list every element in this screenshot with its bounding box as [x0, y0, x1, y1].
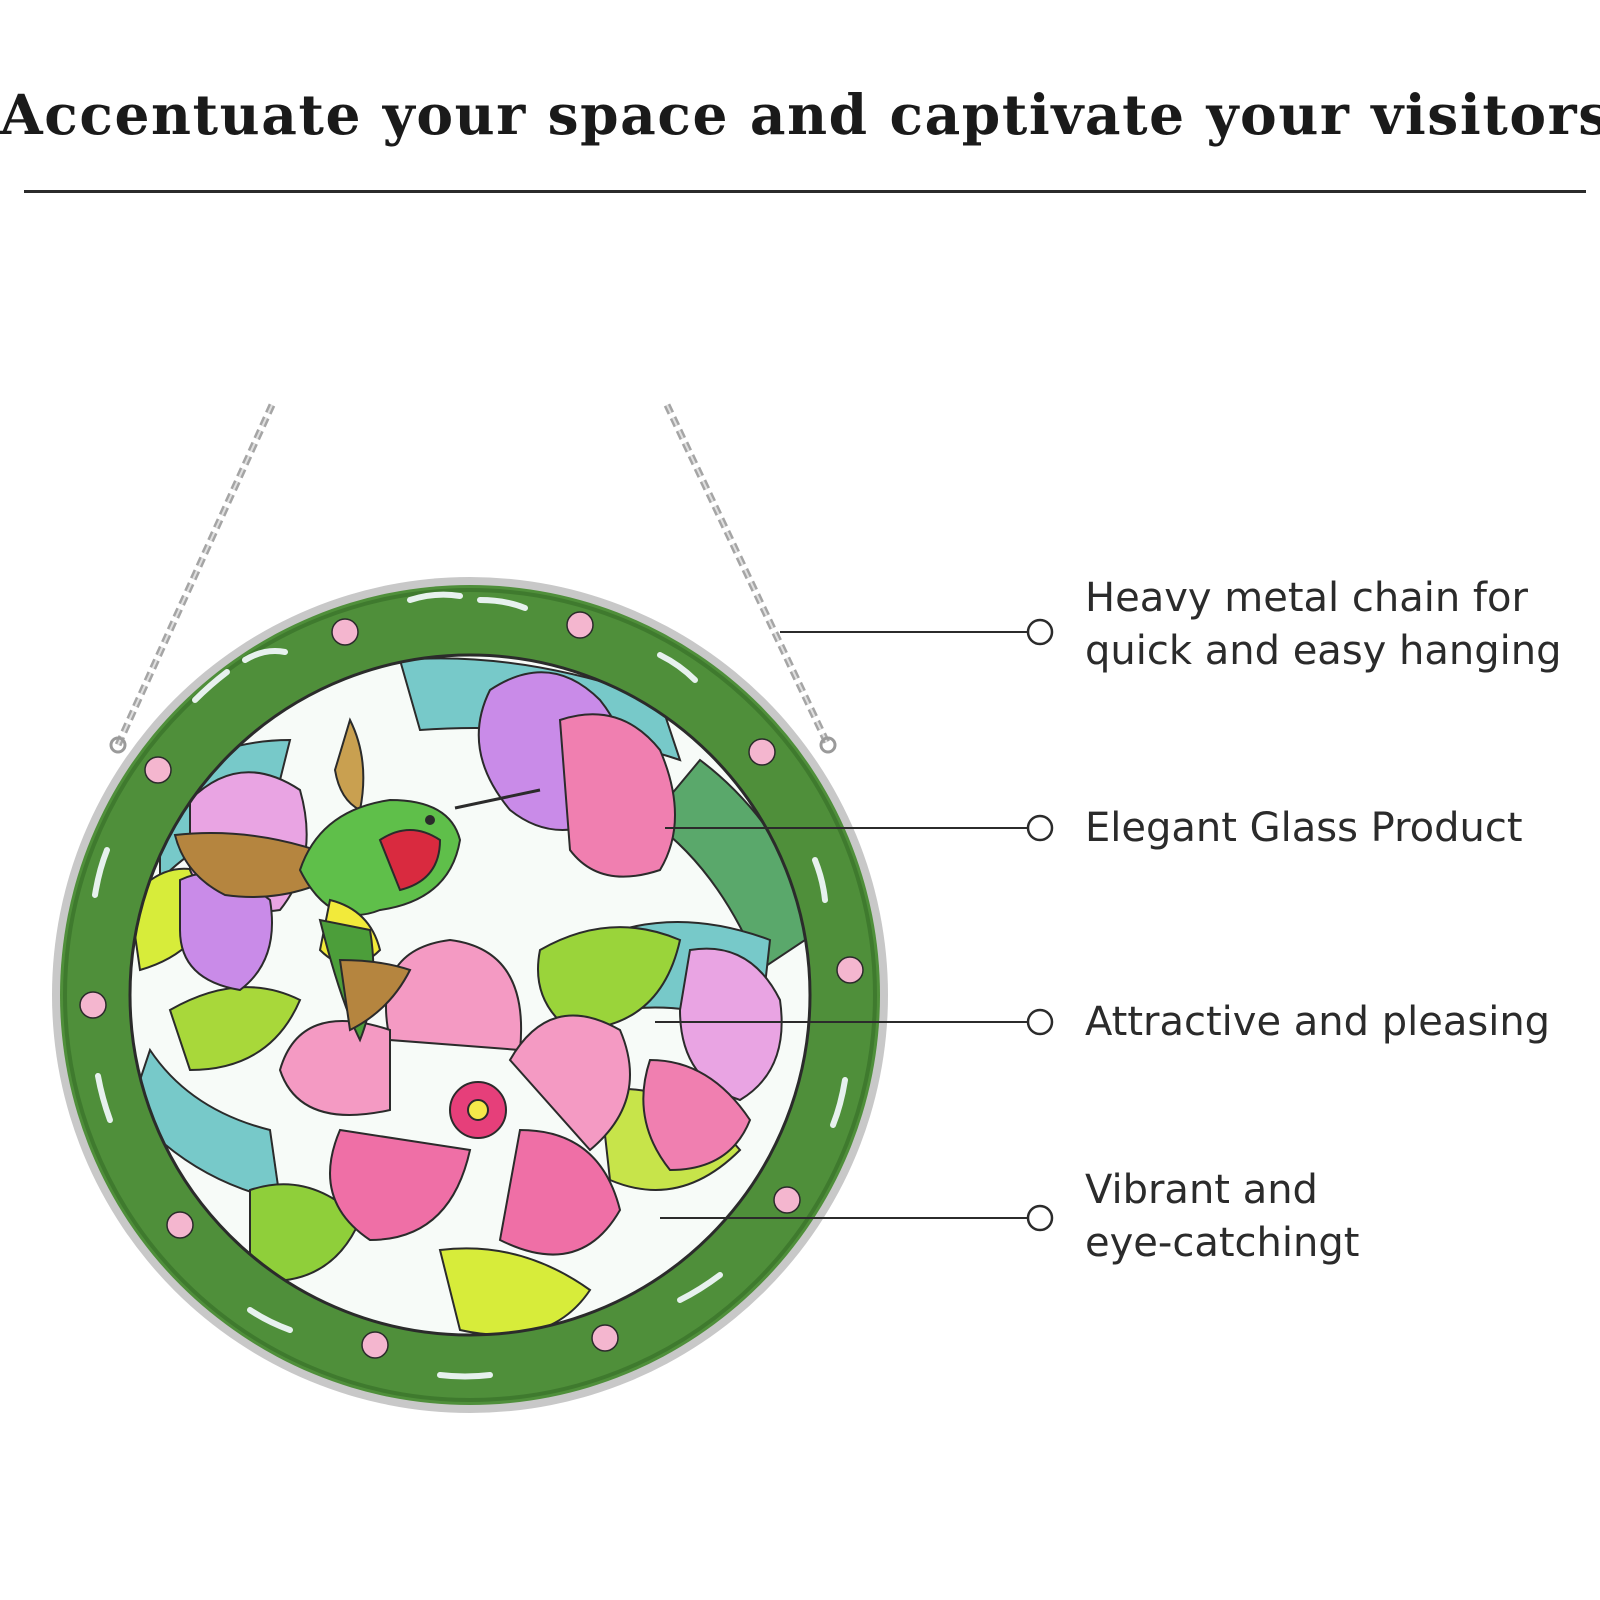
feature-glass-line-1: Elegant Glass Product [1085, 805, 1523, 851]
page-headline: Accentuate your space and captivate your… [0, 82, 1600, 147]
callout-leaders [655, 618, 1054, 1232]
hummingbird [173, 717, 541, 1043]
feature-vibrant-line-1: Vibrant and [1085, 1167, 1318, 1213]
glass-scene [130, 655, 810, 1335]
feature-chain-label: Heavy metal chain for quick and easy han… [1085, 572, 1562, 678]
feature-attractive-label: Attractive and pleasing [1085, 996, 1550, 1049]
border-swirls [92, 591, 848, 1380]
headline-divider [24, 190, 1586, 193]
feature-chain-line-1: Heavy metal chain for [1085, 575, 1528, 621]
feature-attractive-line-1: Attractive and pleasing [1085, 999, 1551, 1045]
border-flowers [79, 611, 864, 1359]
hibiscus-flower [278, 938, 631, 1256]
inner-rim [128, 653, 812, 1337]
feature-vibrant-line-2: eye-catchingt [1085, 1220, 1360, 1266]
feature-chain-line-2: quick and easy hanging [1085, 628, 1562, 674]
feature-vibrant-label: Vibrant and eye-catchingt [1085, 1164, 1359, 1270]
feature-glass-label: Elegant Glass Product [1085, 802, 1523, 855]
hanging-chain [109, 403, 837, 754]
